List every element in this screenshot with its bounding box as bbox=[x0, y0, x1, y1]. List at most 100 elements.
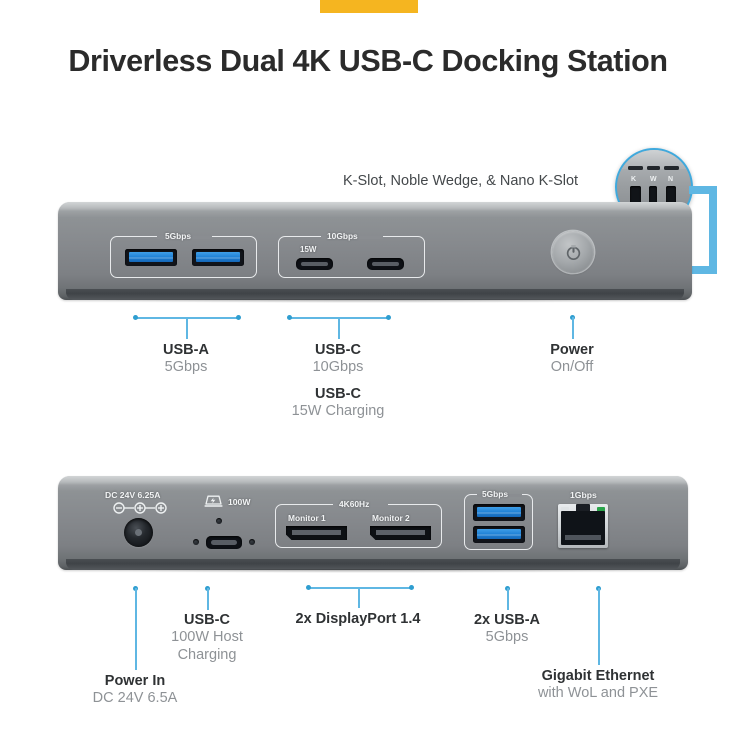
monitor-1-label: Monitor 1 bbox=[288, 513, 326, 523]
kslot-bubble-top-edge bbox=[617, 150, 691, 170]
usbc-port-group: 10Gbps 15W bbox=[278, 232, 425, 278]
callout-usba-sub: 5Gbps bbox=[164, 359, 208, 376]
ethernet-speed-label: 1Gbps bbox=[570, 490, 597, 500]
usba-callout-stem bbox=[186, 317, 188, 339]
dc-power-jack[interactable] bbox=[124, 518, 153, 547]
usba-port-1-insert bbox=[128, 251, 174, 263]
rear-device-shadow bbox=[76, 569, 670, 573]
rear-usba-group: 5Gbps bbox=[464, 490, 533, 550]
dc-polarity-icon bbox=[113, 502, 167, 514]
usbc-15w-tag: 15W bbox=[300, 245, 317, 254]
rj45-led-right bbox=[597, 507, 605, 513]
kslot-hole-w bbox=[649, 186, 657, 206]
displayport-monitor-1[interactable] bbox=[286, 526, 347, 540]
callout-power-in-title: Power In bbox=[104, 673, 166, 689]
kslot-hole-k bbox=[630, 186, 641, 208]
kslot-leader-h-bottom bbox=[690, 266, 717, 274]
usba-port-2-insert bbox=[195, 251, 241, 263]
rear-usba-group-label-gap bbox=[477, 493, 522, 497]
vent-dot-top bbox=[216, 518, 222, 524]
kslot-bar-1 bbox=[628, 166, 643, 170]
laptop-charging-icon bbox=[204, 495, 223, 507]
rj45-tab bbox=[576, 504, 590, 514]
kslot-leader-v bbox=[709, 186, 717, 273]
displayport-callout-dot-left bbox=[306, 585, 311, 590]
callout-power-title: Power bbox=[550, 342, 594, 358]
kslot-hole-n bbox=[666, 186, 676, 208]
rear-usba-port-1-insert bbox=[476, 506, 522, 518]
power-callout-stem bbox=[572, 317, 574, 339]
displayport-monitor-2[interactable] bbox=[370, 526, 431, 540]
callout-power-in: Power In DC 24V 6.5A bbox=[93, 673, 178, 708]
rear-usba-port-2[interactable] bbox=[473, 526, 525, 543]
screw-dot-left bbox=[193, 539, 199, 545]
usbc-host-port[interactable] bbox=[206, 536, 242, 549]
monitor-2-label: Monitor 2 bbox=[372, 513, 410, 523]
power-icon bbox=[566, 244, 580, 260]
kslot-callout-label: K-Slot, Noble Wedge, & Nano K-Slot bbox=[343, 173, 579, 189]
usbc-port-15w[interactable] bbox=[296, 258, 333, 270]
callout-power: Power On/Off bbox=[550, 342, 594, 377]
callout-ethernet-sub: with WoL and PXE bbox=[537, 685, 659, 702]
ethernet-rj45-port[interactable] bbox=[558, 504, 608, 548]
callout-displayport-title: 2x DisplayPort 1.4 bbox=[295, 611, 421, 627]
screw-dot-right bbox=[249, 539, 255, 545]
front-panel-device: 5Gbps 10Gbps 15W bbox=[58, 202, 692, 303]
usba-group-label: 5Gbps bbox=[165, 231, 192, 241]
kslot-bar-2 bbox=[647, 166, 660, 170]
rear-panel-device: DC 24V 6.25A 100W 4K60Hz Monitor 1 Monit… bbox=[58, 476, 688, 573]
callout-usbc-host-sub-2: Charging bbox=[177, 646, 237, 663]
callout-rear-usba-sub: 5Gbps bbox=[485, 629, 529, 646]
kslot-letter-w: W bbox=[650, 176, 657, 183]
callout-displayport: 2x DisplayPort 1.4 bbox=[296, 611, 421, 628]
rj45-cavity bbox=[561, 511, 605, 545]
usba-group-label-gap bbox=[157, 235, 212, 239]
usba-callout-dot-left bbox=[133, 315, 138, 320]
callout-rear-usba-title: 2x USB-A bbox=[473, 612, 541, 628]
rear-device-top-highlight bbox=[58, 476, 688, 485]
host-power-label: 100W bbox=[228, 497, 251, 507]
front-device-base bbox=[65, 289, 685, 300]
displayport-callout-dot-right bbox=[409, 585, 414, 590]
callout-ethernet: Gigabit Ethernet with WoL and PXE bbox=[538, 668, 658, 703]
rear-usba-callout-stem bbox=[507, 588, 509, 610]
usba-port-1[interactable] bbox=[125, 249, 177, 266]
usbc-port-10gbps[interactable] bbox=[367, 258, 404, 270]
kslot-bar-3 bbox=[664, 166, 679, 170]
kslot-letter-n: N bbox=[668, 176, 674, 183]
usbc-group-label-gap bbox=[321, 235, 383, 239]
front-device-top-highlight bbox=[58, 202, 692, 211]
displayport-group-label-gap bbox=[333, 503, 388, 507]
callout-usbc-host: USB-C 100W Host Charging bbox=[171, 612, 243, 664]
callout-usbc-title-2: USB-C bbox=[315, 385, 361, 402]
displayport-group-label: 4K60Hz bbox=[339, 499, 370, 509]
rear-usba-group-label: 5Gbps bbox=[482, 489, 509, 499]
callout-usba-title: USB-A bbox=[163, 342, 209, 358]
callout-usbc-host-sub: 100W Host bbox=[171, 629, 243, 646]
powerin-callout-stem bbox=[135, 588, 137, 670]
kslot-letter-k: K bbox=[631, 176, 637, 183]
ethernet-callout-stem bbox=[598, 588, 600, 665]
displayport-callout-stem bbox=[358, 587, 360, 608]
power-button[interactable] bbox=[552, 231, 594, 273]
usba-callout-dot-right bbox=[236, 315, 241, 320]
callout-usbc-sub-2: 15W Charging bbox=[291, 403, 385, 420]
displayport-group: 4K60Hz Monitor 1 Monitor 2 bbox=[275, 500, 442, 548]
dc-input-label: DC 24V 6.25A bbox=[105, 490, 161, 500]
usba-port-group: 5Gbps bbox=[110, 232, 257, 278]
rear-device-base bbox=[65, 559, 681, 570]
front-device-shadow bbox=[77, 299, 673, 303]
callout-ethernet-title: Gigabit Ethernet bbox=[541, 668, 655, 684]
callout-rear-usba: 2x USB-A 5Gbps bbox=[474, 612, 540, 647]
rj45-led-left bbox=[561, 507, 569, 513]
rear-usba-port-1[interactable] bbox=[473, 504, 525, 521]
usbc-callout-dot-left bbox=[287, 315, 292, 320]
rear-device-shell bbox=[58, 476, 688, 570]
usbc-callout-stem bbox=[338, 317, 340, 339]
callout-usbc-host-title: USB-C bbox=[184, 612, 230, 628]
callout-usbc: USB-C 10Gbps USB-C 15W Charging bbox=[292, 342, 385, 421]
callout-usbc-sub: 10Gbps bbox=[312, 359, 364, 376]
usba-port-2[interactable] bbox=[192, 249, 244, 266]
rear-usba-port-2-insert bbox=[476, 528, 522, 540]
usbc-host-callout-stem bbox=[207, 588, 209, 610]
